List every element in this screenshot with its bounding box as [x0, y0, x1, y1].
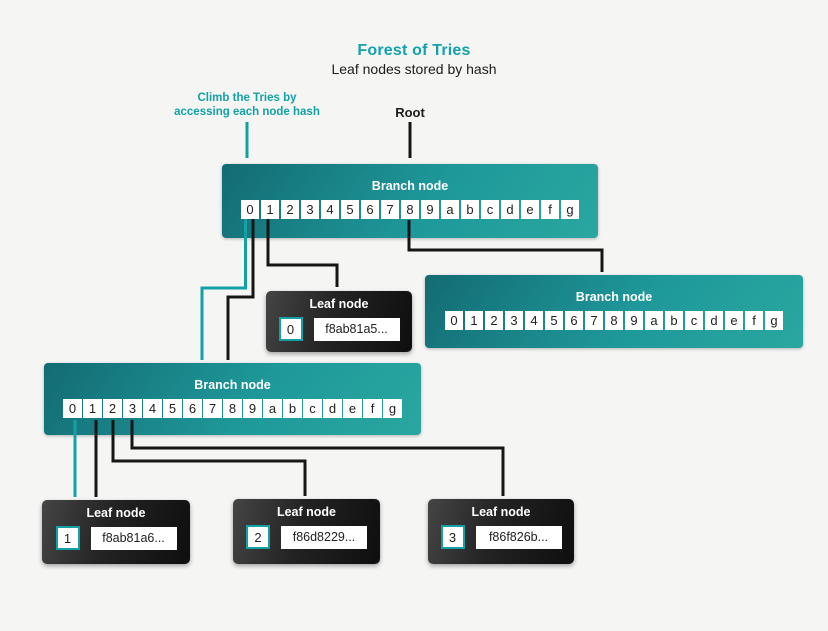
leaf-node-2-hash: f86d8229... — [281, 525, 367, 549]
leaf-node-3-label: Leaf node — [471, 505, 531, 519]
branch-cell-9: 9 — [243, 399, 262, 418]
branch-cell-c: c — [303, 399, 322, 418]
leaf-node-2: Leaf node 2 f86d8229... — [233, 499, 380, 564]
leaf-node-2-index: 2 — [246, 525, 270, 549]
branch-cell-b: b — [283, 399, 302, 418]
branch-cell-8: 8 — [223, 399, 242, 418]
leaf-node-0-label: Leaf node — [309, 297, 369, 311]
branch-node-lower-label: Branch node — [194, 378, 271, 392]
branch-cell-0: 0 — [444, 311, 464, 330]
branch-cell-9: 9 — [420, 200, 440, 219]
connector-topcell0-lowerbranch-teal — [200, 219, 247, 360]
branch-cell-1: 1 — [83, 399, 102, 418]
leaf-node-3: Leaf node 3 f86f826b... — [428, 499, 574, 564]
branch-cell-e: e — [520, 200, 540, 219]
branch-cell-d: d — [323, 399, 342, 418]
leaf-node-0: Leaf node 0 f8ab81a5... — [266, 291, 412, 352]
branch-cell-7: 7 — [203, 399, 222, 418]
branch-cell-a: a — [644, 311, 664, 330]
branch-cell-c: c — [480, 200, 500, 219]
branch-cell-3: 3 — [123, 399, 142, 418]
branch-cell-g: g — [383, 399, 402, 418]
leaf-node-2-label: Leaf node — [276, 505, 337, 519]
leaf-node-0-index: 0 — [278, 317, 303, 341]
leaf-node-3-hash: f86f826b... — [475, 525, 562, 549]
branch-cell-5: 5 — [340, 200, 360, 219]
branch-cell-c: c — [684, 311, 704, 330]
branch-cell-4: 4 — [143, 399, 162, 418]
branch-cell-3: 3 — [504, 311, 524, 330]
branch-cell-4: 4 — [320, 200, 340, 219]
branch-cell-g: g — [764, 311, 784, 330]
leaf-node-1-label: Leaf node — [86, 506, 146, 520]
branch-cell-2: 2 — [280, 200, 300, 219]
climb-annotation-line2: accessing each node hash — [174, 105, 320, 118]
branch-cell-8: 8 — [604, 311, 624, 330]
branch-cell-d: d — [704, 311, 724, 330]
branch-cell-4: 4 — [524, 311, 544, 330]
root-annotation: Root — [395, 105, 425, 120]
branch-cell-6: 6 — [360, 200, 380, 219]
branch-cell-d: d — [500, 200, 520, 219]
branch-cell-a: a — [440, 200, 460, 219]
leaf-node-1-index: 1 — [55, 526, 80, 550]
leaf-node-3-index: 3 — [440, 525, 465, 549]
branch-cell-8: 8 — [400, 200, 420, 219]
branch-cell-7: 7 — [584, 311, 604, 330]
branch-cell-6: 6 — [564, 311, 584, 330]
branch-cell-b: b — [664, 311, 684, 330]
branch-node-top-label: Branch node — [371, 179, 449, 193]
branch-cell-e: e — [343, 399, 362, 418]
branch-cell-5: 5 — [544, 311, 564, 330]
branch-cell-f: f — [363, 399, 382, 418]
leaf-node-1-hash: f8ab81a6... — [90, 526, 177, 550]
branch-cell-5: 5 — [163, 399, 182, 418]
branch-cell-f: f — [540, 200, 560, 219]
connector-topcell0-lowerbranch — [226, 219, 255, 360]
branch-cell-g: g — [560, 200, 580, 219]
climb-annotation-line1: Climb the Tries by — [197, 92, 297, 104]
page-title: Forest of Tries — [357, 42, 471, 59]
leaf-node-0-hash: f8ab81a5... — [313, 317, 400, 341]
branch-cell-b: b — [460, 200, 480, 219]
branch-cell-9: 9 — [624, 311, 644, 330]
branch-cell-2: 2 — [103, 399, 122, 418]
branch-cell-3: 3 — [300, 200, 320, 219]
leaf-node-1: Leaf node 1 f8ab81a6... — [42, 500, 190, 564]
branch-cell-7: 7 — [380, 200, 400, 219]
branch-cell-a: a — [263, 399, 282, 418]
page-subtitle: Leaf nodes stored by hash — [331, 61, 497, 77]
branch-cell-1: 1 — [260, 200, 280, 219]
branch-cell-0: 0 — [63, 399, 82, 418]
climb-annotation: Climb the Tries by accessing each node h… — [127, 92, 367, 119]
branch-cell-6: 6 — [183, 399, 202, 418]
branch-cell-1: 1 — [464, 311, 484, 330]
branch-cell-f: f — [744, 311, 764, 330]
branch-cell-e: e — [724, 311, 744, 330]
branch-node-right-label: Branch node — [575, 290, 653, 304]
branch-cell-2: 2 — [484, 311, 504, 330]
branch-cell-0: 0 — [240, 200, 260, 219]
